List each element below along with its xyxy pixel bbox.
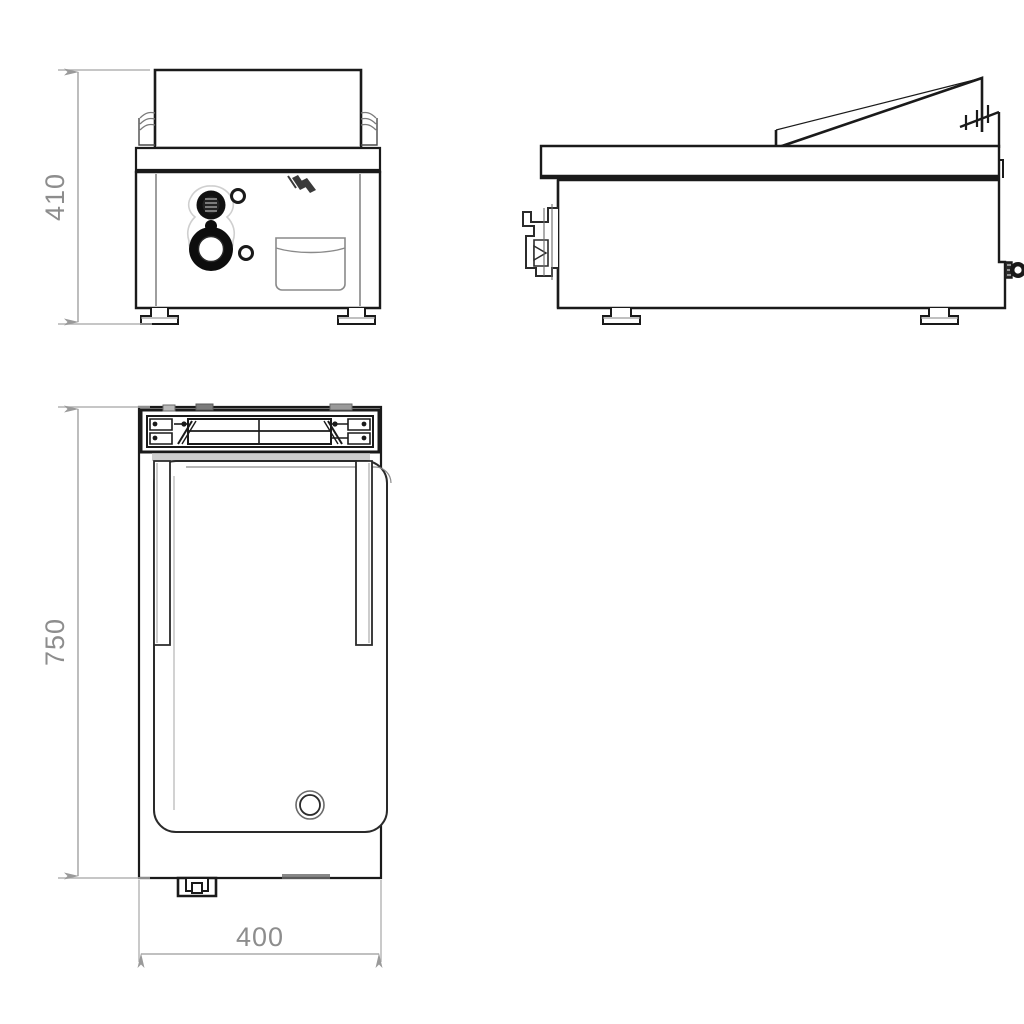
dimension-depth-label: 750 — [40, 618, 70, 666]
side-body-shell — [556, 178, 1007, 310]
handle-rail-left[interactable] — [153, 460, 171, 646]
grease-drawer[interactable] — [275, 237, 346, 291]
splash-guard-slope — [774, 76, 990, 150]
dimension-width-label: 400 — [236, 922, 284, 952]
dimension-height-410: 410 — [40, 68, 152, 326]
handle-rail-right[interactable] — [355, 460, 373, 646]
splash-guard-fins — [959, 105, 1001, 148]
dimension-depth-750: 750 — [40, 405, 150, 880]
gas-control-knob[interactable] — [186, 185, 236, 271]
front-drain-fitting — [176, 874, 330, 898]
gas-inlet-fitting — [522, 204, 558, 280]
drain-hole — [295, 790, 325, 820]
cooking-plate-edge — [539, 144, 1004, 180]
side-adjustable-foot-rear — [920, 308, 959, 325]
rear-splash-guard-assembly — [139, 403, 381, 461]
splash-guard — [138, 68, 378, 154]
front-elevation-view — [134, 68, 382, 325]
indicator-hole-lower — [238, 245, 254, 261]
rear-drain-tap[interactable] — [1004, 261, 1024, 279]
adjustable-foot-left — [140, 308, 179, 325]
dimension-height-label: 410 — [40, 173, 70, 221]
side-elevation-view — [522, 76, 1024, 325]
top-plan-view — [137, 403, 392, 898]
adjustable-foot-right — [337, 308, 376, 325]
dimension-width-400: 400 — [137, 880, 383, 968]
rating-plate — [287, 175, 316, 193]
control-panel-fascia — [186, 175, 346, 291]
cooking-plate-band — [134, 146, 382, 174]
indicator-hole-upper — [230, 188, 246, 204]
side-adjustable-foot-front — [602, 308, 641, 325]
